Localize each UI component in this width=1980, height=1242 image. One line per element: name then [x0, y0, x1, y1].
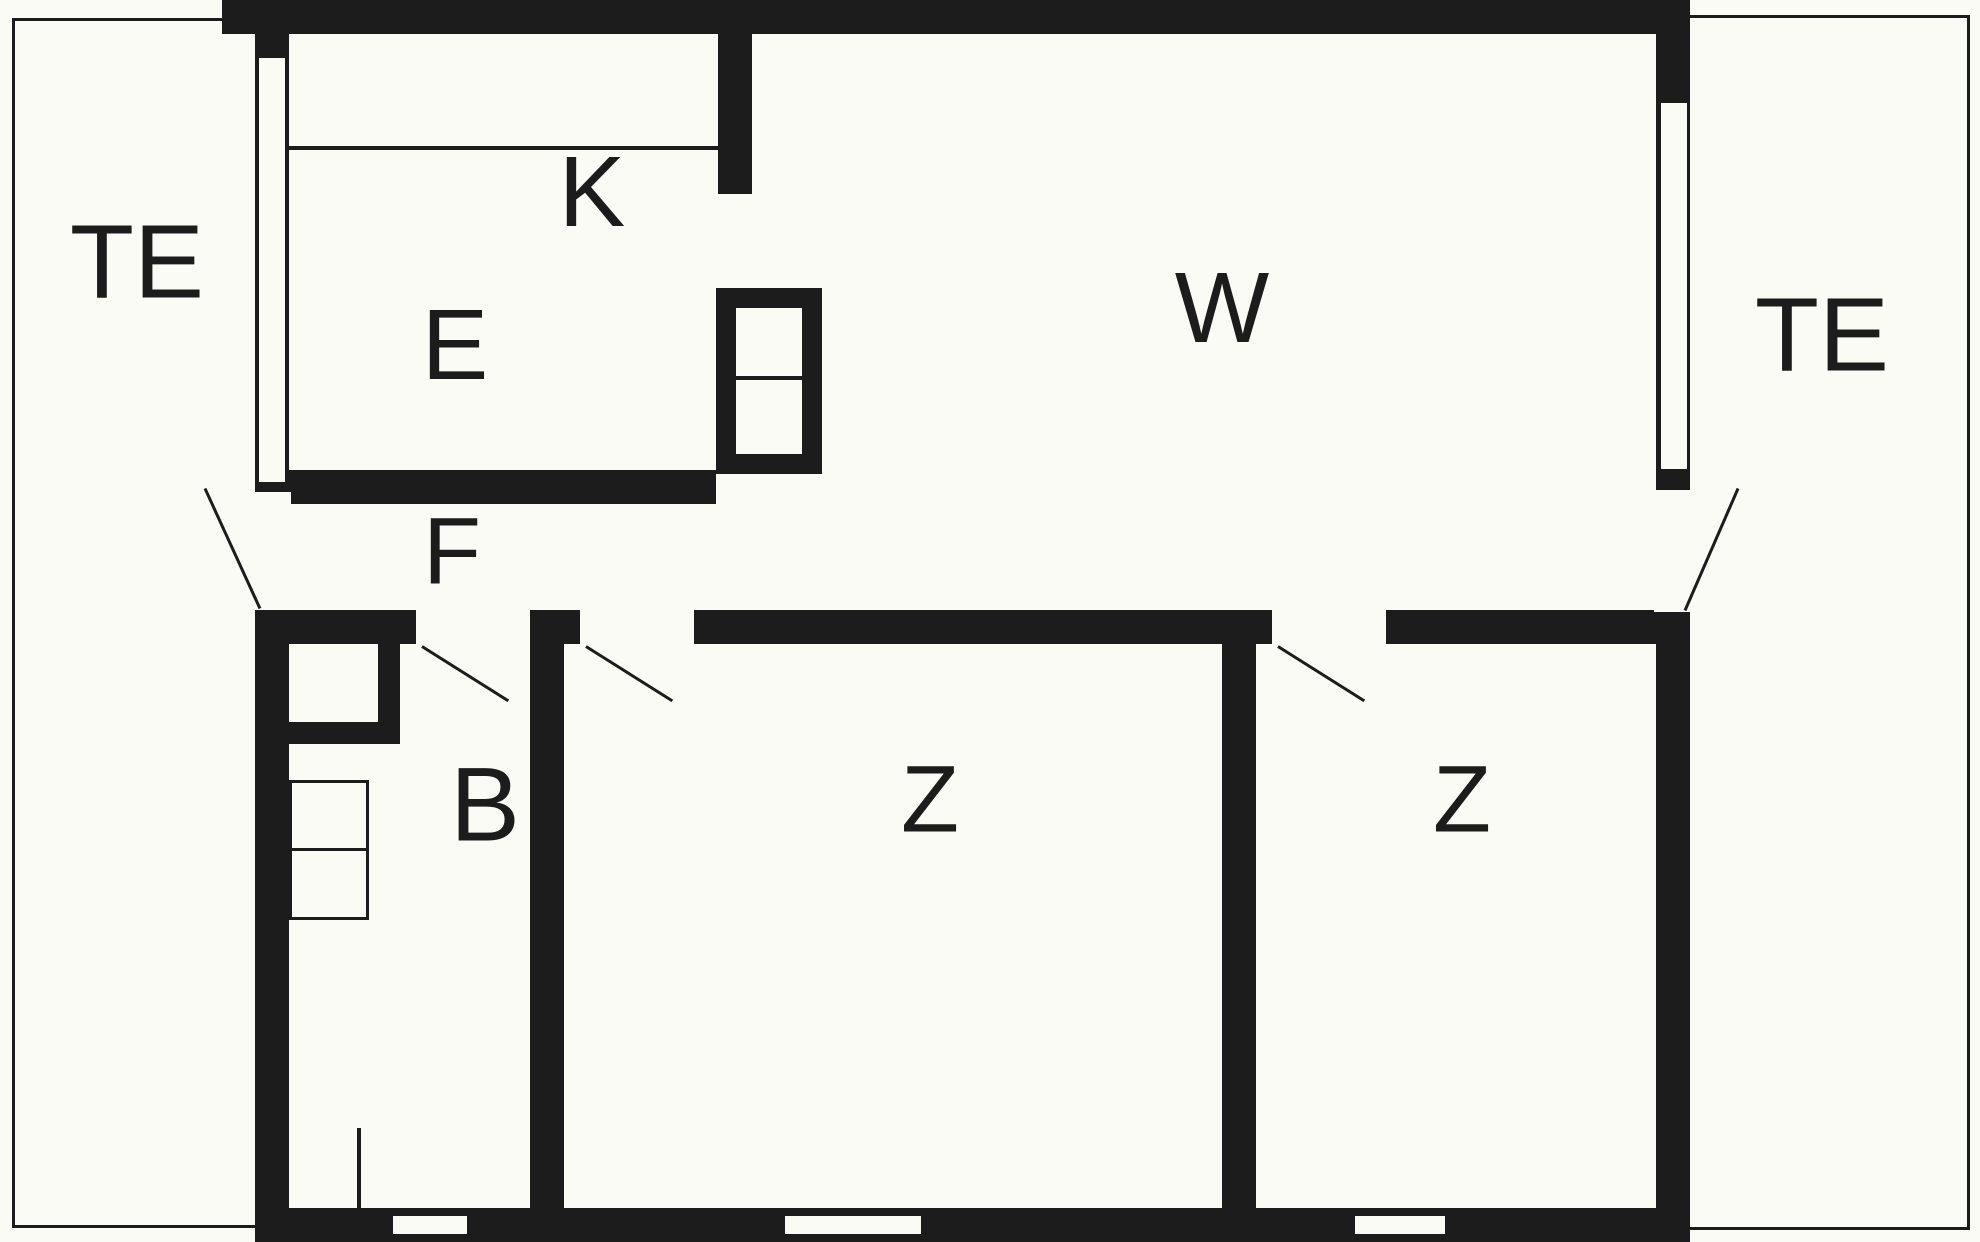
- wall-bedrooms-north-seg1: [289, 610, 416, 644]
- room-label-dining: E: [421, 289, 489, 401]
- terrace-left-outline: [12, 18, 262, 1228]
- room-label-living: W: [1174, 252, 1270, 364]
- door-opening-east: [1654, 490, 1692, 612]
- room-label-bath: B: [449, 746, 521, 864]
- fireplace-flue-divider: [736, 376, 802, 380]
- terrace-right-outline: [1682, 15, 1970, 1230]
- door-swing-bedroom2: [1277, 645, 1366, 703]
- wall-bedroom1-bedroom2-divider: [1222, 644, 1256, 1208]
- room-label-bedroom2: Z: [1432, 746, 1492, 853]
- bath-wall-stub: [357, 1128, 361, 1208]
- wall-dining-south: [289, 470, 716, 504]
- room-label-terrace-left: TE: [69, 203, 205, 321]
- door-swing-bath: [421, 645, 510, 703]
- wall-bath-bedroom1-divider: [530, 644, 564, 1208]
- bath-fixture-divider: [289, 848, 369, 851]
- door-swing-bedroom1: [585, 645, 674, 703]
- wall-bedrooms-north-seg4: [1386, 610, 1656, 644]
- window-south-2: [782, 1213, 924, 1237]
- room-label-kitchen: K: [558, 136, 626, 248]
- wall-bedrooms-north-seg2: [530, 610, 580, 644]
- room-label-hall: F: [422, 498, 482, 605]
- window-south-3: [1352, 1213, 1448, 1237]
- wall-south: [255, 1208, 1690, 1242]
- kitchen-counter-line: [289, 146, 718, 150]
- room-label-bedroom1: Z: [900, 746, 960, 853]
- closet-wall-east: [378, 644, 400, 744]
- window-east: [1658, 100, 1690, 472]
- window-south-1: [390, 1213, 470, 1237]
- wall-north: [222, 0, 1690, 34]
- wall-kitchen-stub: [718, 34, 752, 194]
- closet-wall-south: [289, 722, 400, 744]
- window-west: [256, 55, 288, 485]
- wall-bedrooms-north-seg3: [694, 610, 1272, 644]
- room-label-terrace-right: TE: [1754, 276, 1890, 394]
- door-opening-west: [253, 492, 291, 610]
- fireplace-flue: [736, 308, 802, 454]
